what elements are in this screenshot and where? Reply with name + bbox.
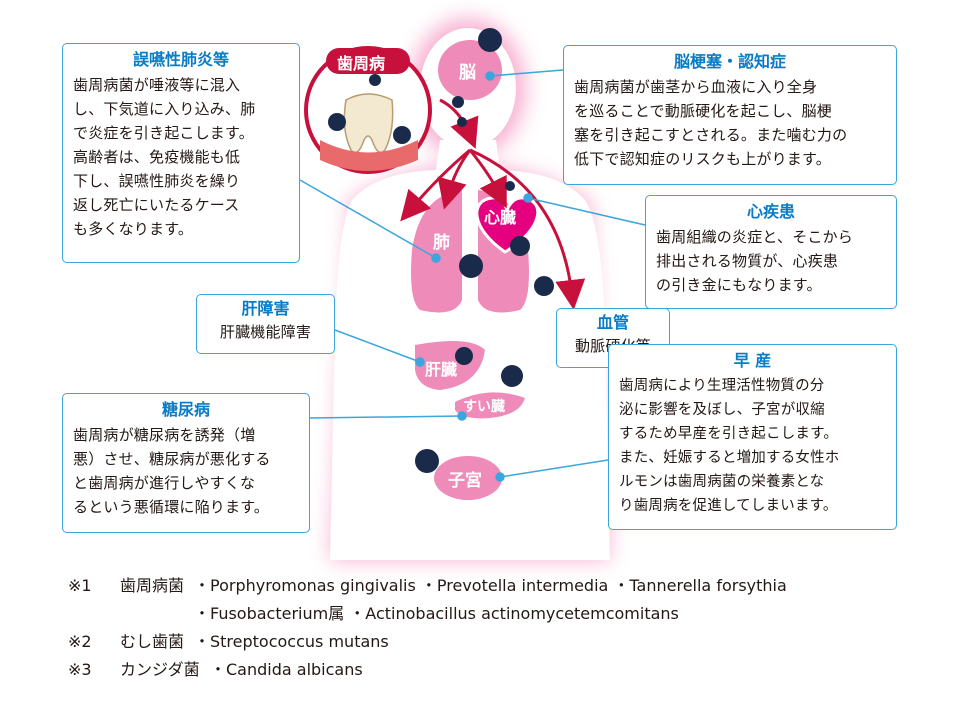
footnote-name bbox=[120, 600, 194, 628]
preterm-box: 早 産 歯周病により生理活性物質の分 泌に影響を及ぼし、子宮が収縮 するため早産… bbox=[608, 344, 897, 530]
bacteria-icon bbox=[478, 28, 502, 52]
footnote-items: ・Candida albicans bbox=[210, 660, 363, 679]
vessel-title: 血管 bbox=[596, 313, 629, 332]
heart-disease-body: 歯周組織の炎症と、そこから 排出される物質が、心疾患 の引き金にもなります。 bbox=[656, 228, 854, 294]
diabetes-body: 歯周病が糖尿病を誘発（増 悪）させ、糖尿病が悪化する と歯周病が進行しやすくな … bbox=[73, 426, 271, 516]
footnote-name: 歯周病菌 bbox=[120, 576, 185, 595]
pneumonia-body: 歯周病菌が唾液等に混入 し、下気道に入り込み、肺 で炎症を引き起こします。 高齢… bbox=[73, 76, 256, 238]
bacteria-icon bbox=[510, 236, 530, 256]
footnote-row: ※1 歯周病菌 ・Porphyromonas gingivalis ・Prevo… bbox=[68, 572, 930, 600]
brain-label: 脳 bbox=[459, 63, 476, 83]
footnotes: ※1 歯周病菌 ・Porphyromonas gingivalis ・Prevo… bbox=[68, 572, 930, 684]
bacteria-icon bbox=[369, 74, 381, 86]
footnote-row: ・Fusobacterium属 ・Actinobacillus actinomy… bbox=[68, 600, 930, 628]
bacteria-icon bbox=[455, 347, 473, 365]
liver-label: 肝臓 bbox=[425, 360, 458, 379]
footnote-items: ・Fusobacterium属 ・Actinobacillus actinomy… bbox=[194, 604, 679, 623]
bacteria-icon bbox=[328, 113, 346, 131]
bacteria-icon bbox=[459, 254, 483, 278]
lung-label: 肺 bbox=[433, 233, 450, 253]
footnote-mark: ※3 bbox=[68, 660, 92, 679]
periodontal-label: 歯周病 bbox=[337, 54, 386, 73]
brain-shape bbox=[438, 40, 502, 100]
tooth-icon bbox=[343, 93, 394, 154]
bacteria-icon bbox=[415, 449, 439, 473]
stroke-box: 脳梗塞・認知症 歯周病菌が歯茎から血液に入り全身 を巡ることで動脈硬化を起こし、… bbox=[563, 45, 897, 185]
pneumonia-box: 誤嚥性肺炎等 歯周病菌が唾液等に混入 し、下気道に入り込み、肺 で炎症を引き起こ… bbox=[62, 43, 300, 263]
liver-title: 肝障害 bbox=[241, 299, 290, 318]
pancreas-label: すい臓 bbox=[463, 399, 505, 415]
footnote-name: むし歯菌 bbox=[120, 632, 185, 651]
footnote-items: ・Porphyromonas gingivalis ・Prevotella in… bbox=[194, 576, 787, 595]
heart-label: 心臓 bbox=[484, 208, 517, 227]
pneumonia-title: 誤嚥性肺炎等 bbox=[132, 50, 229, 69]
bacteria-group bbox=[328, 28, 554, 473]
spread-arrows bbox=[400, 98, 586, 310]
stroke-title: 脳梗塞・認知症 bbox=[673, 52, 786, 71]
footnote-row: ※2 むし歯菌 ・Streptococcus mutans bbox=[68, 628, 930, 656]
heart-disease-title: 心疾患 bbox=[746, 202, 795, 221]
footnote-mark bbox=[68, 600, 120, 628]
bacteria-icon bbox=[457, 117, 467, 127]
footnote-mark: ※1 bbox=[68, 576, 92, 595]
stroke-body: 歯周病菌が歯茎から血液に入り全身 を巡ることで動脈硬化を起こし、脳梗 塞を引き起… bbox=[574, 78, 848, 168]
bacteria-icon bbox=[452, 96, 464, 108]
diabetes-title: 糖尿病 bbox=[161, 400, 210, 419]
heart-disease-box: 心疾患 歯周組織の炎症と、そこから 排出される物質が、心疾患 の引き金にもなりま… bbox=[645, 195, 897, 309]
pancreas-shape bbox=[455, 392, 525, 419]
uterus-label: 子宮 bbox=[448, 471, 482, 491]
preterm-body: 歯周病により生理活性物質の分 泌に影響を及ぼし、子宮が収縮 するため早産を引き起… bbox=[619, 378, 840, 514]
diabetes-box: 糖尿病 歯周病が糖尿病を誘発（増 悪）させ、糖尿病が悪化する と歯周病が進行しや… bbox=[62, 393, 310, 533]
footnote-row: ※3 カンジダ菌 ・Candida albicans bbox=[68, 656, 930, 684]
bacteria-icon bbox=[534, 276, 554, 296]
uterus-shape bbox=[434, 456, 502, 500]
footnote-items: ・Streptococcus mutans bbox=[194, 632, 389, 651]
bacteria-icon bbox=[393, 126, 411, 144]
liver-body: 肝臓機能障害 bbox=[219, 323, 312, 341]
bacteria-icon bbox=[501, 365, 523, 387]
footnote-mark: ※2 bbox=[68, 632, 92, 651]
preterm-title: 早 産 bbox=[733, 351, 772, 370]
bacteria-icon bbox=[505, 181, 515, 191]
footnote-name: カンジダ菌 bbox=[120, 660, 200, 679]
liver-box: 肝障害 肝臓機能障害 bbox=[196, 294, 335, 354]
connector-lines bbox=[299, 69, 646, 482]
